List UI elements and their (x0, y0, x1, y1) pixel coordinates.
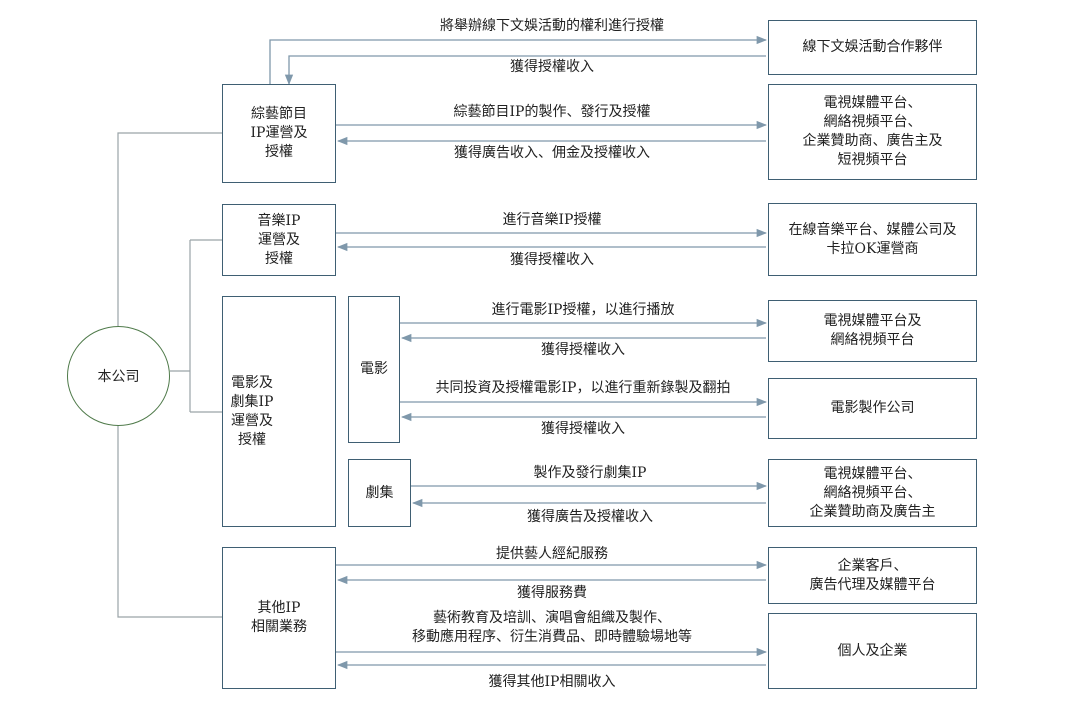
arrow-offline-out (269, 35, 768, 84)
partner-series-platforms: 電視媒體平台、 網絡視頻平台、 企業贊助商及廣告主 (768, 459, 977, 527)
company-connectors (117, 132, 222, 618)
flow-label-other2-out: 藝術教育及培訓、演唱會組織及製作、 移動應用程序、衍生消費品、即時體驗場地等 (412, 610, 692, 645)
partner-offline-events: 線下文娛活動合作夥伴 (768, 20, 977, 75)
flow-label-film2-in: 獲得授權收入 (541, 421, 625, 437)
flow-label-film2-out: 共同投資及授權電影IP，以進行重新錄製及翻拍 (435, 380, 731, 396)
flow-label-other1-out: 提供藝人經紀服務 (496, 546, 608, 562)
category-film: 電影 (348, 296, 400, 443)
flow-label-other2-in: 獲得其他IP相關收入 (488, 674, 616, 690)
category-variety-ip: 綜藝節目 IP運營及 授權 (222, 84, 336, 183)
flow-label-music-in: 獲得授權收入 (510, 252, 594, 268)
flow-label-variety-out: 綜藝節目IP的製作、發行及授權 (453, 104, 651, 120)
partner-variety-platforms: 電視媒體平台、 網絡視頻平台、 企業贊助商、廣告主及 短視頻平台 (768, 84, 977, 180)
flow-label-offline-out: 將舉辦線下文娛活動的權利進行授權 (440, 18, 664, 34)
flow-label-film1-in: 獲得授權收入 (541, 342, 625, 358)
flow-label-variety-in: 獲得廣告收入、佣金及授權收入 (454, 145, 650, 161)
category-film-series-label: 電影及 劇集IP 運營及 授權 (230, 375, 274, 448)
flow-arrows (269, 35, 768, 670)
connector-variety (117, 132, 222, 326)
arrow-offline-in (284, 55, 766, 86)
flow-label-other1-in: 獲得服務費 (517, 585, 587, 601)
flow-label-film1-out: 進行電影IP授權，以進行播放 (491, 302, 675, 318)
partner-film-platforms: 電視媒體平台及 網絡視頻平台 (768, 300, 977, 362)
connector-other (117, 423, 222, 618)
partner-individuals: 個人及企業 (768, 613, 977, 689)
flow-label-offline-in: 獲得授權收入 (510, 59, 594, 75)
partner-music-platforms: 在線音樂平台、媒體公司及 卡拉OK運營商 (768, 203, 977, 276)
category-film-series-ip: 電影及 劇集IP 運營及 授權 (222, 296, 336, 527)
category-series: 劇集 (348, 459, 411, 527)
partner-corporate-clients: 企業客戶、 廣告代理及媒體平台 (768, 547, 977, 604)
flow-label-music-out: 進行音樂IP授權 (502, 212, 602, 228)
partner-film-companies: 電影製作公司 (768, 378, 977, 439)
flow-label-series-out: 製作及發行劇集IP (533, 465, 647, 481)
company-node: 本公司 (67, 326, 170, 426)
category-other-ip: 其他IP 相關業務 (222, 547, 336, 689)
category-music-ip: 音樂IP 運營及 授權 (222, 204, 336, 276)
flow-label-series-in: 獲得廣告及授權收入 (527, 509, 653, 525)
